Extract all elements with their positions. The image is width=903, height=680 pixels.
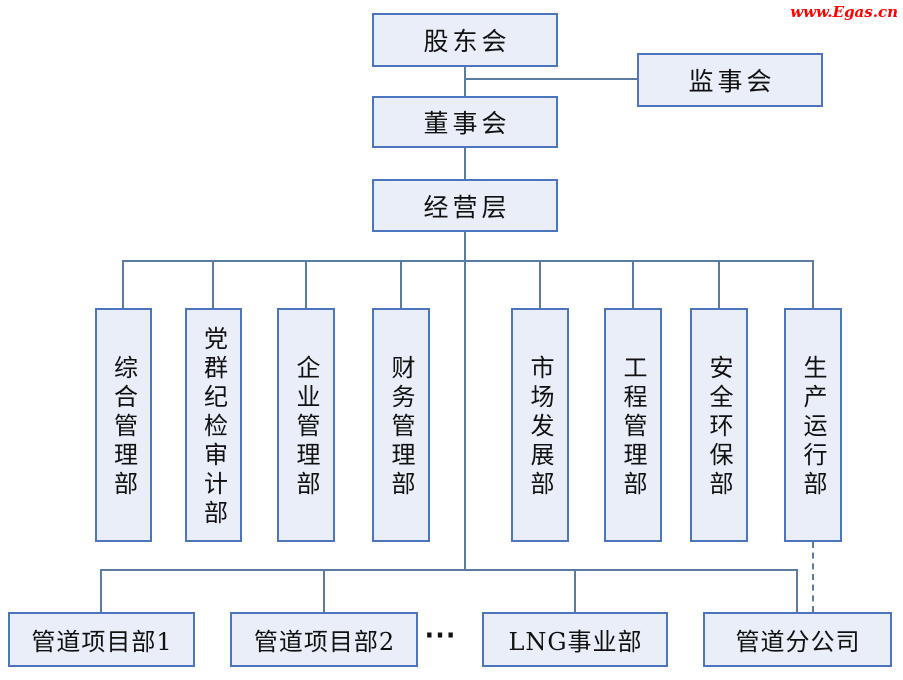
dept-label: 企业管理部 xyxy=(292,355,320,500)
node-production-operation-dept: 生产运行部 xyxy=(784,308,842,542)
connector-departments-bus xyxy=(122,260,814,262)
node-management-label: 经营层 xyxy=(423,192,511,222)
node-party-discipline-audit-dept: 党群纪检审计部 xyxy=(185,308,242,542)
node-shareholders-label: 股东会 xyxy=(423,27,511,56)
node-lng-division-label: LNG事业部 xyxy=(508,628,643,656)
dept-label: 综合管理部 xyxy=(109,355,138,500)
drop-dept-1 xyxy=(122,261,124,308)
node-pipeline-branch-company: 管道分公司 xyxy=(703,612,892,667)
dashed-connector-production-to-branch xyxy=(812,542,814,612)
dept-label: 党群纪检审计部 xyxy=(199,326,228,529)
drop-dept-5 xyxy=(539,261,541,308)
node-safety-environment-dept: 安全环保部 xyxy=(690,308,748,542)
drop-dept-8 xyxy=(812,261,814,308)
more-departments-ellipsis: ⋯ xyxy=(424,615,458,653)
drop-dept-7 xyxy=(718,261,720,308)
node-supervisory-board: 监事会 xyxy=(637,53,823,107)
node-management-level: 经营层 xyxy=(372,179,558,232)
node-pipeline-project-2-label: 管道项目部2 xyxy=(253,628,396,656)
drop-dept-3 xyxy=(305,261,307,308)
connector-management-feed xyxy=(464,232,466,571)
node-engineering-management-dept: 工程管理部 xyxy=(604,308,662,542)
drop-pipeline-project-1 xyxy=(100,570,102,612)
drop-dept-2 xyxy=(212,261,214,308)
node-shareholders-meeting: 股东会 xyxy=(372,13,558,67)
dept-label: 安全环保部 xyxy=(705,355,733,500)
node-pipeline-branch-label: 管道分公司 xyxy=(735,628,861,656)
connector-board-management xyxy=(464,148,466,179)
node-pipeline-project-1-label: 管道项目部1 xyxy=(31,628,173,656)
dept-label: 市场发展部 xyxy=(526,355,554,500)
node-supervisors-label: 监事会 xyxy=(688,67,776,96)
drop-lng-division xyxy=(574,570,576,612)
watermark-text: www.Egas.cn xyxy=(790,3,898,21)
node-board-label: 董事会 xyxy=(423,109,511,138)
drop-dept-6 xyxy=(632,261,634,308)
node-pipeline-project-dept-2: 管道项目部2 xyxy=(230,612,418,667)
node-pipeline-project-dept-1: 管道项目部1 xyxy=(8,612,195,667)
drop-pipeline-branch xyxy=(796,570,798,612)
dept-label: 财务管理部 xyxy=(387,355,415,500)
connector-shareholders-board xyxy=(464,67,466,96)
connector-bottom-bus xyxy=(100,569,798,571)
node-general-management-dept: 综合管理部 xyxy=(95,308,152,542)
node-lng-business-dept: LNG事业部 xyxy=(482,612,668,667)
dept-label: 生产运行部 xyxy=(799,355,827,500)
drop-pipeline-project-2 xyxy=(323,570,325,612)
node-finance-management-dept: 财务管理部 xyxy=(372,308,430,542)
node-market-development-dept: 市场发展部 xyxy=(511,308,569,542)
dept-label: 工程管理部 xyxy=(619,355,647,500)
connector-to-supervisors xyxy=(464,78,637,80)
node-enterprise-management-dept: 企业管理部 xyxy=(277,308,335,542)
node-board-of-directors: 董事会 xyxy=(372,96,558,148)
drop-dept-4 xyxy=(400,261,402,308)
